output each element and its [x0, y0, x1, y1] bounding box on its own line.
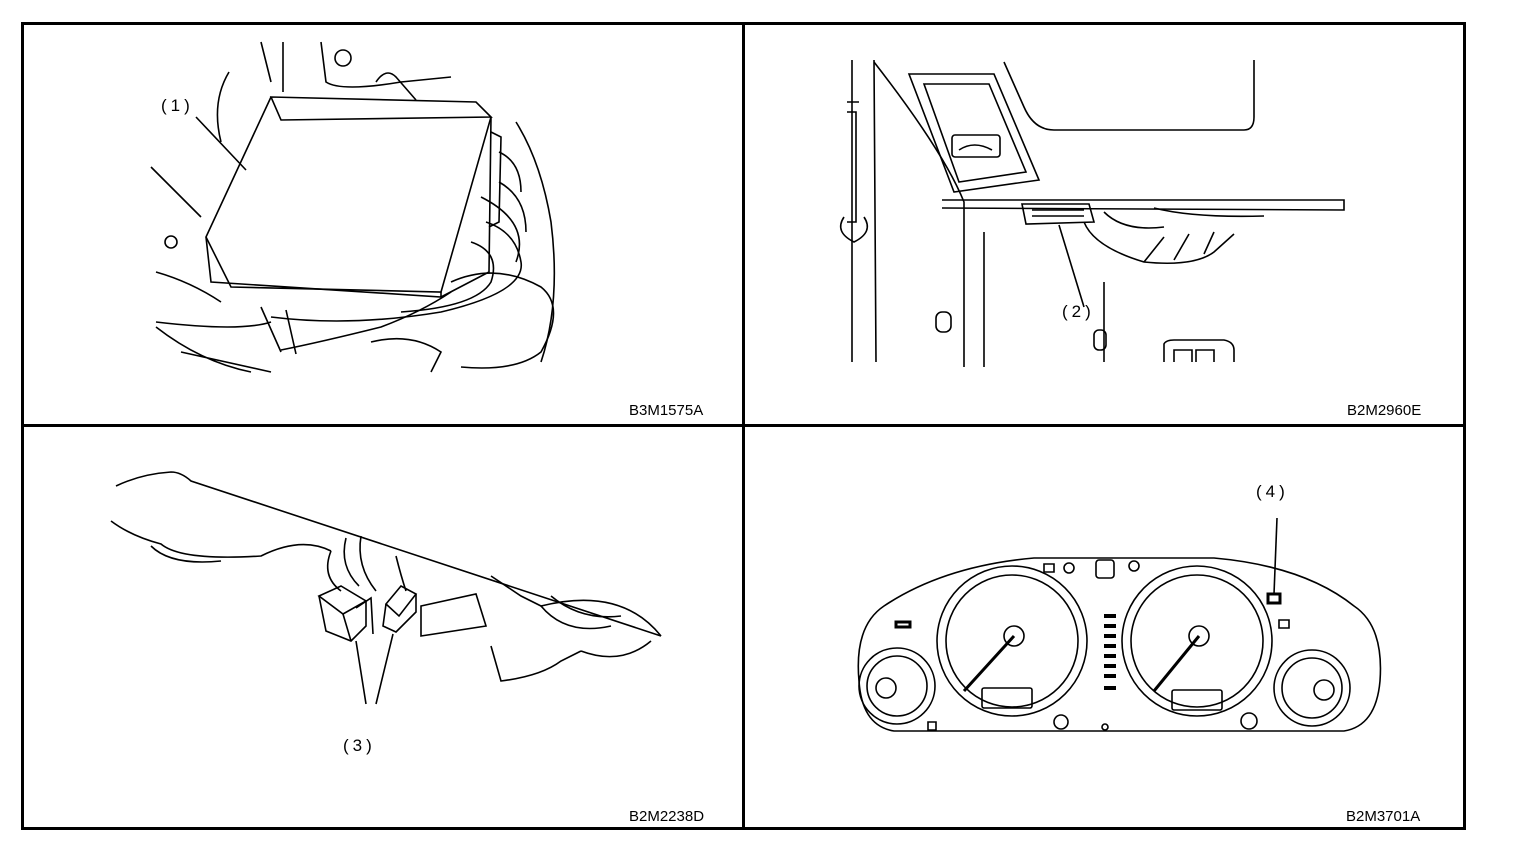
diagnosis-connector-drawing [744, 22, 1466, 426]
callout-2: (2) [1062, 302, 1095, 321]
panel-test-connectors: (3) B2M2238D [21, 426, 744, 830]
panel-instrument-cluster: (4) B2M3701A [744, 426, 1466, 830]
callout-1: (1) [161, 96, 194, 115]
callout-4: (4) [1256, 482, 1289, 501]
control-module-drawing [21, 22, 744, 426]
figure-code-1: B3M1575A [629, 402, 704, 419]
figure-code-3: B2M2238D [629, 808, 705, 825]
panel-diagnosis-connector: (2) B2M2960E [744, 22, 1466, 426]
figure-code-2: B2M2960E [1347, 402, 1422, 419]
callout-3: (3) [343, 736, 376, 755]
figure-code-4: B2M3701A [1346, 808, 1421, 825]
instrument-cluster-drawing [744, 426, 1466, 830]
test-connectors-drawing [21, 426, 744, 830]
horizontal-divider [21, 424, 1466, 427]
panel-control-module: (1) B3M1575A [21, 22, 744, 426]
